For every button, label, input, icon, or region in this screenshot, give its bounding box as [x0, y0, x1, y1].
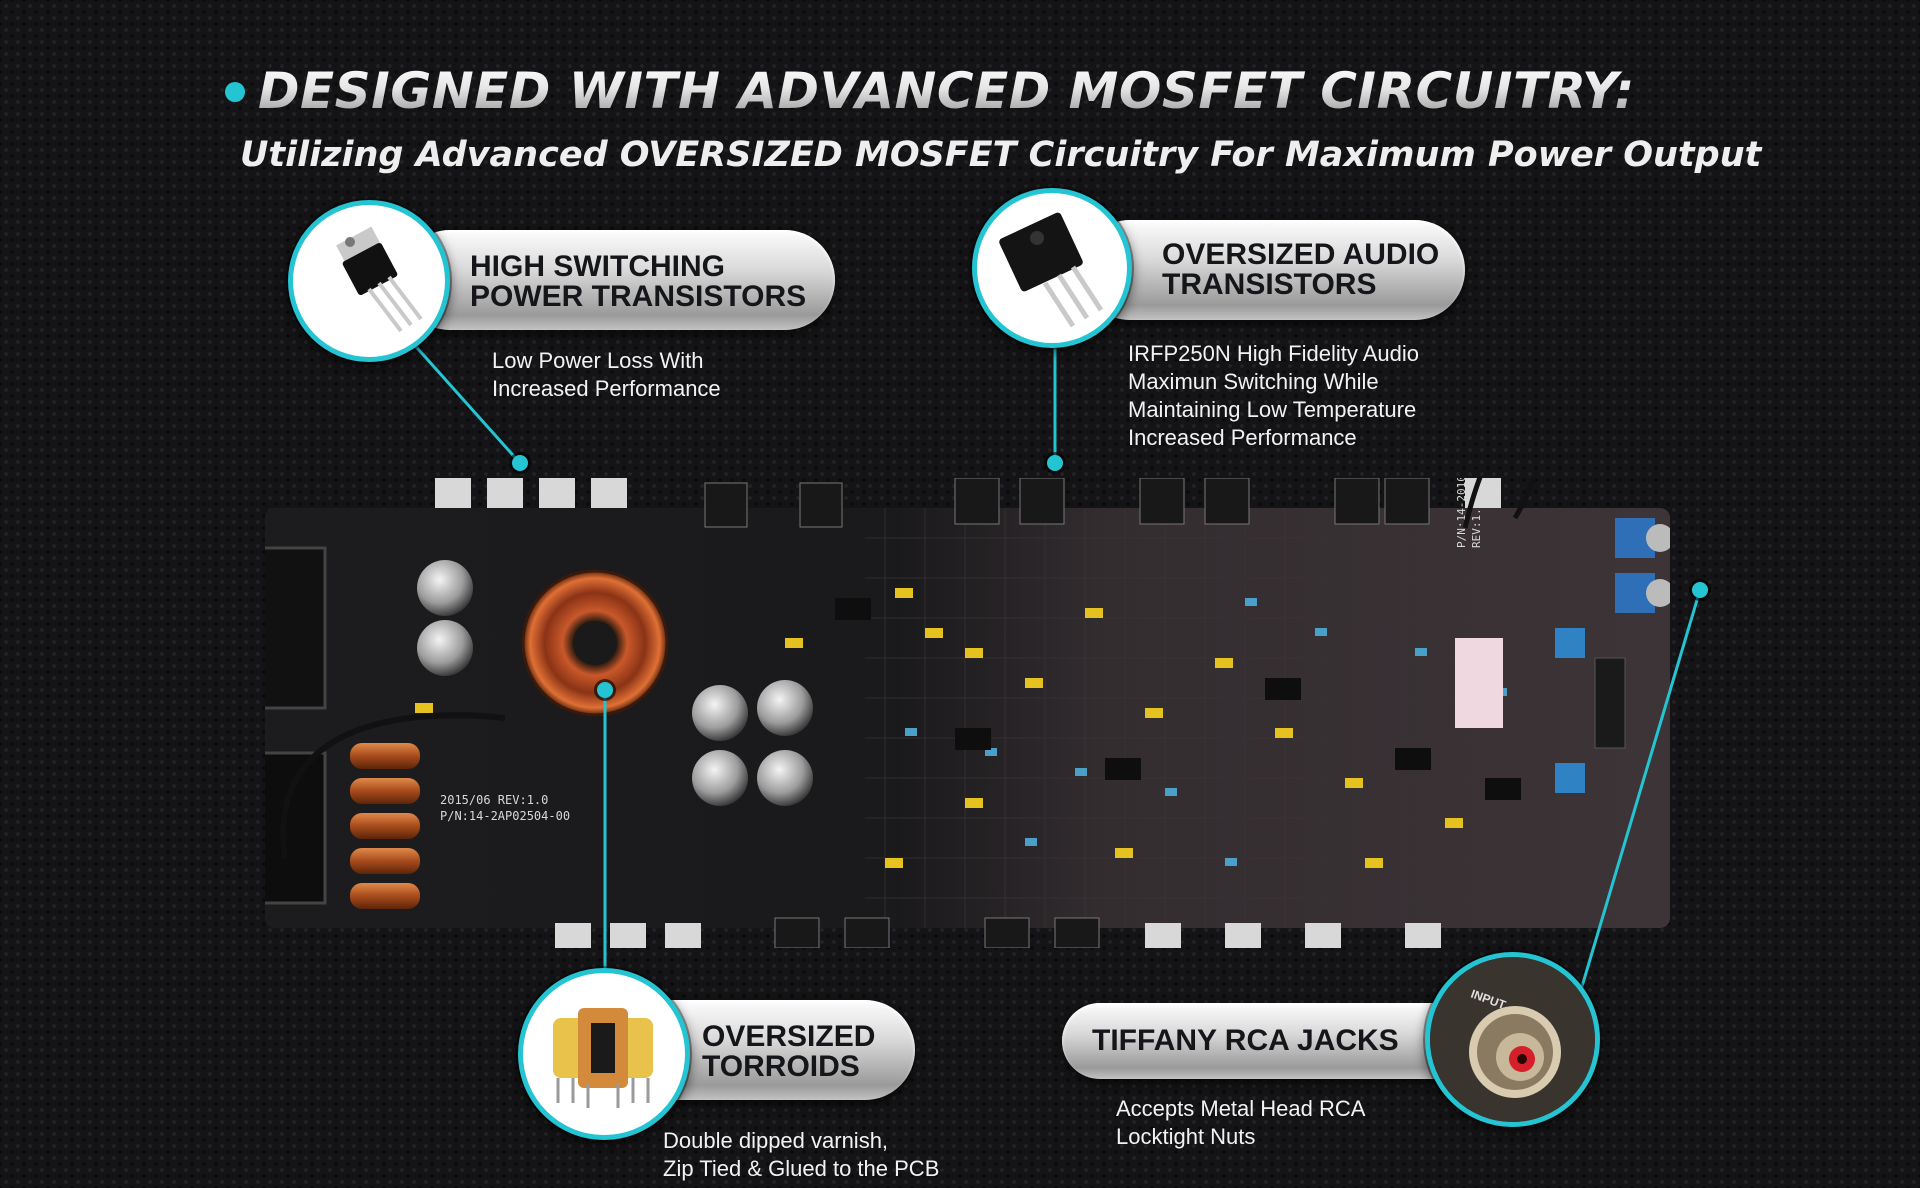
callout-torroids-title-2: TORROIDS — [702, 1050, 860, 1083]
pointer-dot-rca — [1692, 582, 1708, 598]
pointer-dot-torroid — [597, 682, 613, 698]
callout-audio-desc-4: Increased Performance — [1128, 425, 1357, 450]
callout-rca-title: TIFFANY RCA JACKS — [1092, 1024, 1399, 1057]
silkscreen-right-2: REV:1.0 — [1470, 502, 1483, 548]
callout-audio-desc-1: IRFP250N High Fidelity Audio — [1128, 341, 1420, 366]
callout-torroids-title-1: OVERSIZED — [702, 1020, 876, 1053]
callout-audio-transistors-title-1: OVERSIZED AUDIO — [1162, 238, 1440, 271]
page-subtitle: Utilizing Advanced OVERSIZED MOSFET Circ… — [240, 135, 1762, 175]
potentiometer-2 — [1555, 763, 1585, 793]
top-mosfet-row — [435, 478, 1501, 528]
title-bullet-dot — [225, 82, 245, 102]
smd-components — [415, 588, 1507, 868]
bottom-mosfet-row — [555, 917, 1441, 948]
silkscreen-left-1: 2015/06 REV:1.0 — [440, 793, 548, 807]
callout-high-switching-desc-1: Low Power Loss With — [492, 348, 704, 373]
torroid-transformer-icon — [518, 968, 690, 1140]
to247-transistor-icon — [972, 188, 1132, 348]
page-title: DESIGNED WITH ADVANCED MOSFET CIRCUITRY: — [258, 62, 1635, 120]
pointer-dot-audio — [1047, 455, 1063, 471]
pointer-dot-switching — [512, 455, 528, 471]
rca-jack-icon: INPUT — [1425, 952, 1600, 1127]
callout-audio-transistors-pill — [1080, 220, 1465, 320]
callout-audio-desc-3: Maintaining Low Temperature — [1128, 397, 1417, 422]
integrated-circuits — [835, 598, 1521, 800]
callout-high-switching-pill — [400, 230, 835, 330]
callout-audio-desc-2: Maximun Switching While — [1128, 369, 1379, 394]
silkscreen-left-2: P/N:14-2AP02504-00 — [440, 809, 570, 823]
output-coils — [350, 743, 420, 909]
callout-high-switching-desc-2: Increased Performance — [492, 376, 721, 401]
capacitors — [417, 560, 813, 806]
callout-high-switching-title-1: HIGH SWITCHING — [470, 250, 725, 283]
callout-high-switching-title-2: POWER TRANSISTORS — [470, 280, 807, 313]
callout-torroids-desc-1: Double dipped varnish, — [663, 1128, 889, 1153]
callout-rca-desc-1: Accepts Metal Head RCA — [1116, 1096, 1366, 1121]
to220-transistor-icon — [288, 200, 450, 362]
silkscreen-right-1: P/N:14-2010D1-00 — [1455, 478, 1468, 548]
potentiometer-1 — [1555, 628, 1585, 658]
callout-audio-transistors-title-2: TRANSISTORS — [1162, 268, 1377, 301]
callout-rca-desc-2: Locktight Nuts — [1116, 1124, 1256, 1149]
callout-torroids-desc-2: Zip Tied & Glued to the PCB — [663, 1156, 940, 1181]
amplifier-pcb-board: 2015/06 REV:1.0 P/N:14-2AP02504-00 P/N:1… — [265, 478, 1670, 948]
ribbon-connector — [1455, 638, 1503, 728]
